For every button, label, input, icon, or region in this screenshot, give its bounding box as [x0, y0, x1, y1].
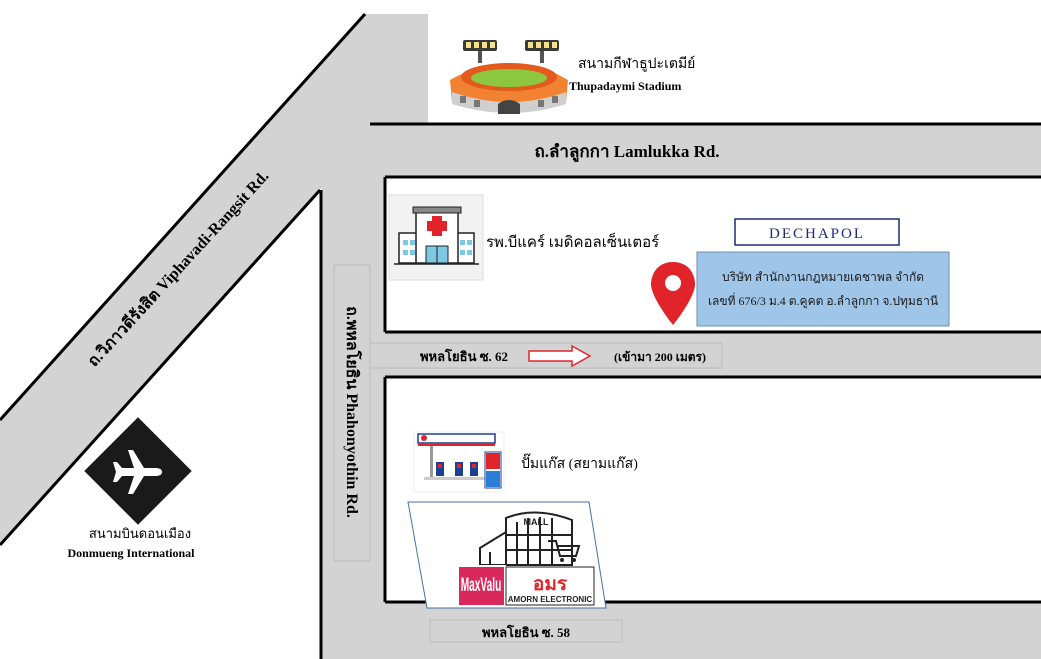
- amorn-logo-text: AMORN ELECTRONIC: [508, 595, 593, 604]
- hospital-icon: [388, 194, 484, 281]
- stadium-label-th: สนามกีฬาธูปะเตมีย์: [578, 55, 695, 72]
- lamlukka-label: ถ.ลำลูกกา Lamlukka Rd.: [534, 142, 719, 163]
- soi58-label: พหลโยธิน ซ. 58: [482, 624, 571, 640]
- maxvalu-logo-box: [457, 565, 506, 607]
- company-info-box: [696, 251, 950, 327]
- gas-station-icon: [413, 431, 505, 493]
- phahonyothin-label-box: [333, 264, 371, 562]
- lamlukka-road: [370, 124, 1041, 177]
- company-address: เลขที่ 676/3 ม.4 ต.คูคต อ.ลำลูกกา จ.ปทุม…: [708, 292, 938, 309]
- mall-building-icon: [479, 511, 581, 566]
- mall-sign-text: MALL: [524, 517, 549, 527]
- amorn-logo-box: [505, 566, 595, 606]
- location-pin-icon: [651, 262, 695, 325]
- viphavadi-edge-bottom: [0, 188, 322, 547]
- maxvalu-logo-text: MaxValu: [461, 575, 502, 596]
- viphavadi-road: [0, 14, 428, 545]
- soi62-label: พหลโยธิน ซ. 62: [420, 348, 508, 364]
- stadium-label-en: Thupadaymi Stadium: [569, 79, 681, 93]
- dechapol-logo-text: DECHAPOL: [769, 226, 865, 242]
- soi62-distance-label: (เข้ามา 200 เมตร): [614, 350, 706, 364]
- company-name: บริษัท สำนักงานกฎหมายเดชาพล จำกัด: [722, 270, 924, 284]
- airplane-icon: [84, 417, 192, 525]
- arrow-right-icon: [528, 344, 592, 368]
- phahonyothin-label: ถ.พหลโยธิน Phahonyothin Rd.: [343, 306, 363, 518]
- airport-label-th: สนามบินดอนเมือง: [89, 526, 191, 541]
- hospital-label: รพ.บีแคร์ เมดิคอลเซ็นเตอร์: [486, 232, 659, 251]
- dechapol-logo-box: [734, 218, 900, 246]
- airport-label-en: Donmueng International: [67, 546, 195, 560]
- amorn-logo-mark: อมร: [533, 573, 568, 595]
- viphavadi-edge-top: [0, 12, 367, 422]
- junction-fill: [322, 177, 385, 197]
- soi58-label-box: [429, 619, 623, 643]
- gas-station-label: ปั๊มแก๊ส (สยามแก๊ส): [521, 453, 638, 472]
- stadium-icon: [450, 40, 568, 114]
